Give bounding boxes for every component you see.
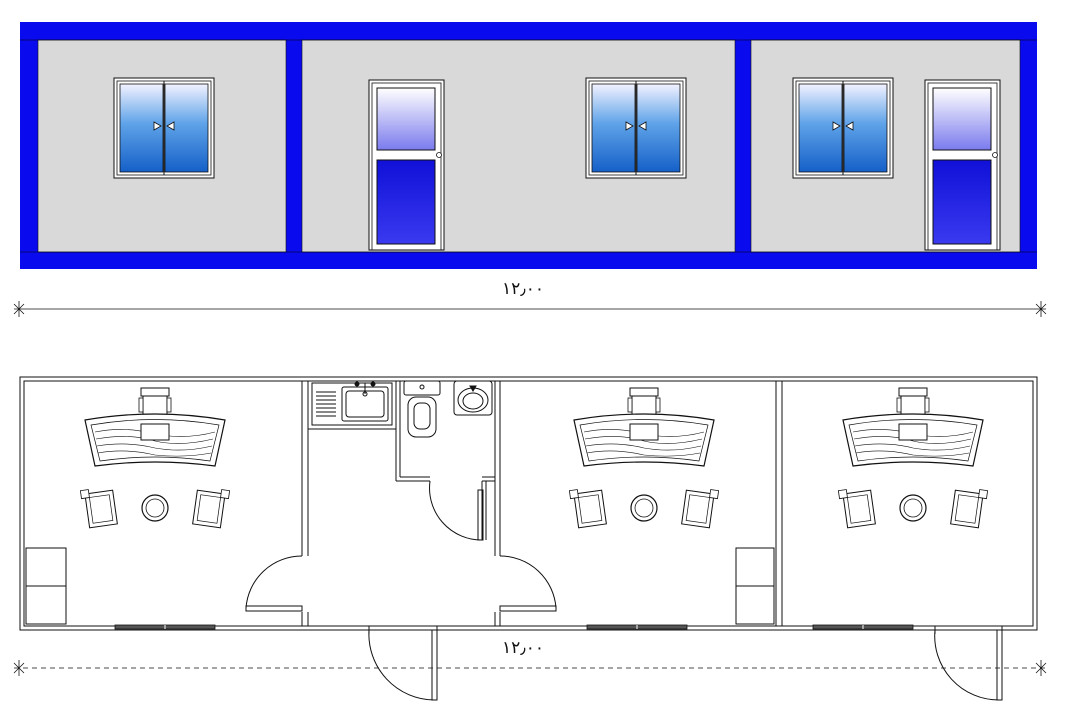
plan-entrance-door-1 — [368, 626, 438, 701]
elevation-dimension-line — [13, 301, 1047, 317]
floor-plan — [19, 376, 1038, 701]
plan-dimension-line — [13, 660, 1047, 676]
office-1-desk-set — [79, 387, 231, 529]
elevation-window-3 — [792, 77, 894, 179]
elevation-window-2 — [585, 77, 687, 179]
elevation-door-1 — [368, 79, 445, 251]
plan-door-office-2 — [499, 555, 557, 612]
plan-door-office-1 — [245, 555, 303, 612]
plan-window-3 — [812, 624, 914, 630]
plan-window-2 — [586, 624, 688, 630]
plan-dimension-label: ۱۲٫۰۰ — [502, 638, 545, 658]
office-2-desk-set — [568, 387, 720, 529]
elevation-dimension-label: ۱۲٫۰۰ — [502, 279, 545, 299]
plan-entrance-door-2 — [934, 626, 1003, 701]
elevation-door-2 — [924, 79, 1001, 251]
elevation-window-1 — [113, 77, 215, 179]
plan-window-1 — [114, 624, 216, 630]
front-elevation — [20, 22, 1037, 269]
office-3-desk-set — [837, 387, 989, 529]
plan-door-wc — [429, 480, 484, 541]
